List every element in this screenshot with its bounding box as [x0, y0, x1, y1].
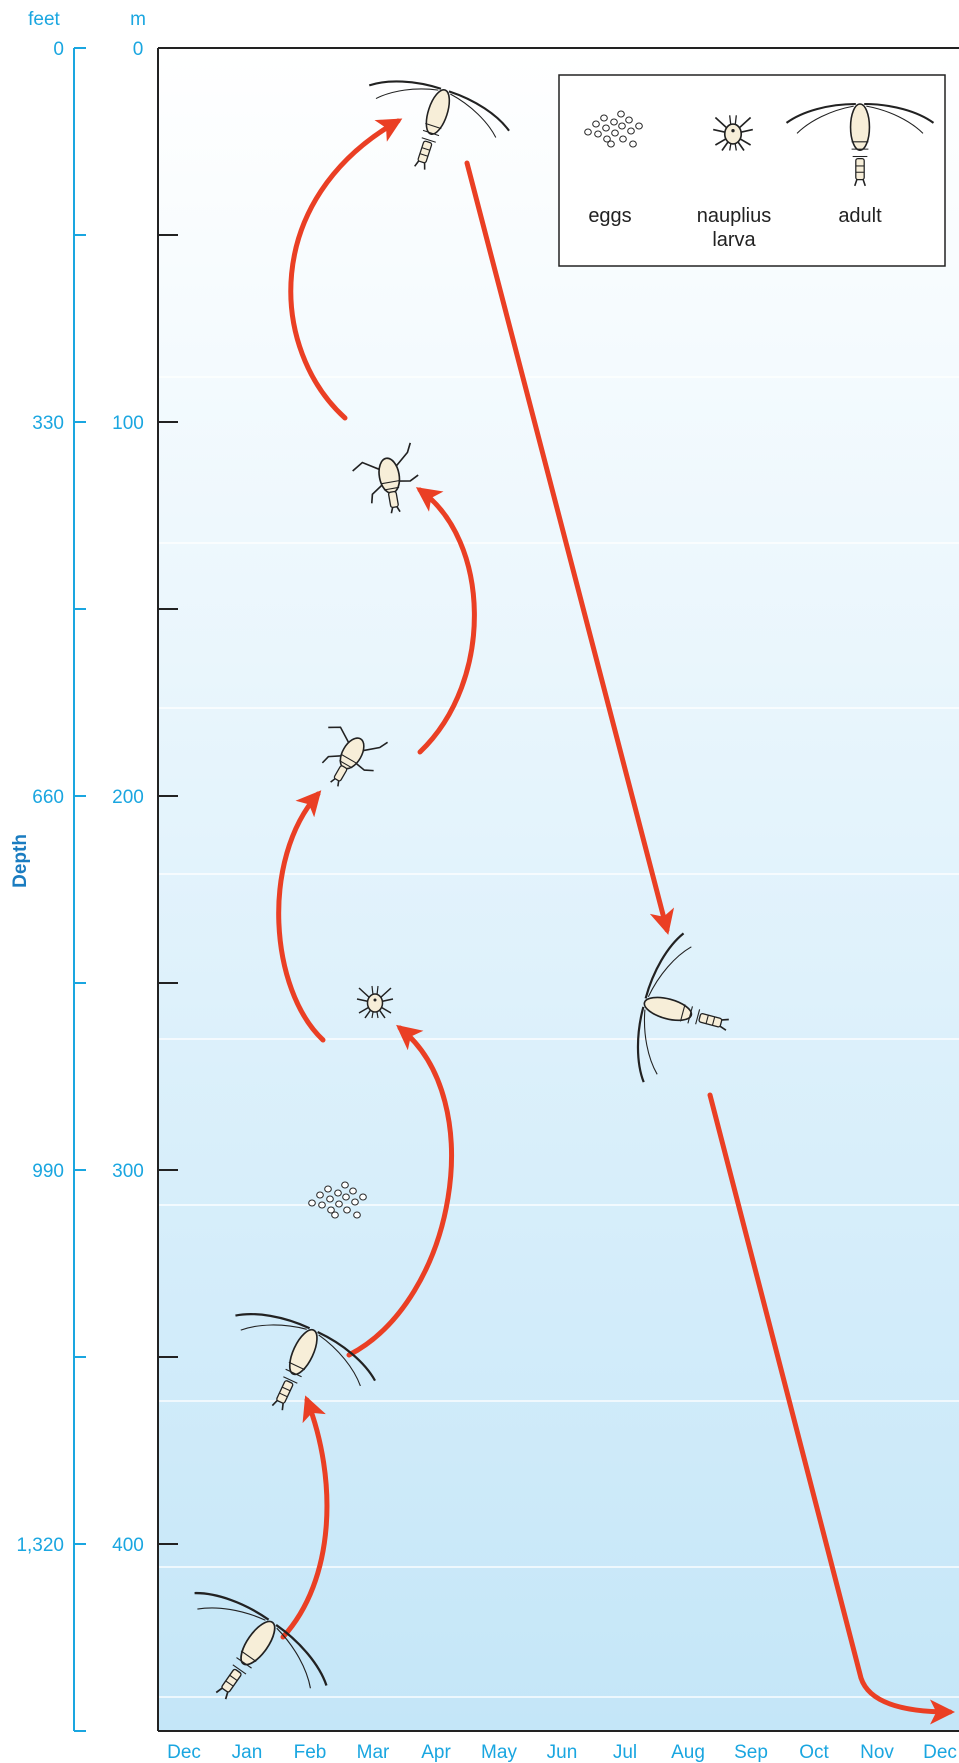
feet-tick-labels: 0 330 660 990 1,320 [16, 39, 64, 1556]
feet-tick-label: 0 [53, 39, 64, 60]
month-label: Jul [613, 1742, 637, 1763]
month-label: Jan [232, 1742, 263, 1763]
arrow-summer-to-winter-depth [707, 1092, 955, 1725]
arrow-copepodite-to-copepodite [415, 487, 477, 755]
month-label: Mar [357, 1742, 390, 1763]
m-tick-label: 400 [112, 1535, 144, 1556]
month-label: Feb [294, 1742, 327, 1763]
arrow-feb-adult-to-nauplius [346, 1024, 454, 1358]
water-column-background [158, 48, 959, 1731]
month-label: Dec [923, 1742, 957, 1763]
feet-axis-ticks [74, 47, 86, 1732]
feet-tick-label: 1,320 [16, 1535, 64, 1556]
feet-tick-label: 660 [32, 787, 64, 808]
month-label: Jun [547, 1742, 578, 1763]
m-unit-label: m [130, 9, 146, 30]
arrow-deep-adult-to-feb-adult [280, 1395, 330, 1640]
month-labels: Dec Jan Feb Mar Apr May Jun Jul Aug Sep … [167, 1742, 957, 1763]
arrow-surface-to-summer-depth [464, 160, 675, 935]
feet-tick-label: 990 [32, 1161, 64, 1182]
month-label: Oct [799, 1742, 829, 1763]
legend-eggs-label: eggs [588, 205, 631, 227]
m-tick-label: 0 [133, 39, 144, 60]
month-label: Dec [167, 1742, 201, 1763]
legend-adult-label: adult [838, 205, 882, 227]
m-tick-labels: 0 100 200 300 400 [112, 39, 144, 1556]
migration-arrows [276, 118, 955, 1725]
month-label: Apr [421, 1742, 451, 1763]
m-tick-label: 200 [112, 787, 144, 808]
legend-larva-label: larva [712, 229, 756, 251]
arrow-nauplius-to-copepodite [276, 790, 326, 1043]
month-label: Aug [671, 1742, 705, 1763]
month-label: May [481, 1742, 517, 1763]
m-tick-label: 100 [112, 413, 144, 434]
m-tick-label: 300 [112, 1161, 144, 1182]
legend-nauplius-label: nauplius [697, 205, 772, 227]
feet-tick-label: 330 [32, 413, 64, 434]
depth-axis-title: Depth [10, 834, 31, 888]
legend: eggs nauplius larva adult [558, 74, 946, 267]
arrow-copepodite-to-surface-adult [288, 118, 403, 421]
background-bands [158, 376, 959, 1698]
feet-unit-label: feet [28, 9, 60, 30]
legend-box [558, 74, 946, 267]
m-axis-ticks [158, 47, 178, 1545]
month-label: Nov [860, 1742, 894, 1763]
month-label: Sep [734, 1742, 768, 1763]
